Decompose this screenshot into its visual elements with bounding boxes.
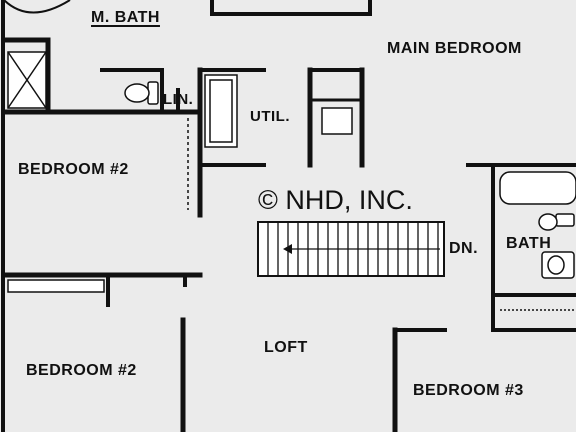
bedroom-upper-label: BEDROOM #2 [18, 161, 129, 178]
bedroom-3-label: BEDROOM #3 [413, 382, 524, 399]
fixtures [3, 0, 576, 311]
main-bedroom-label: MAIN BEDROOM [387, 40, 522, 57]
copyright-label: © NHD, INC. [258, 185, 413, 215]
stair-down-label: DN. [449, 240, 479, 257]
bath-label: BATH [506, 235, 552, 252]
loft-label: LOFT [264, 339, 308, 356]
bedroom-lower-label: BEDROOM #2 [26, 362, 137, 379]
stair [257, 221, 445, 277]
lin-label: LIN. [163, 91, 194, 108]
util-label: UTIL. [250, 108, 290, 125]
m-bath-label: M. BATH [91, 9, 160, 26]
